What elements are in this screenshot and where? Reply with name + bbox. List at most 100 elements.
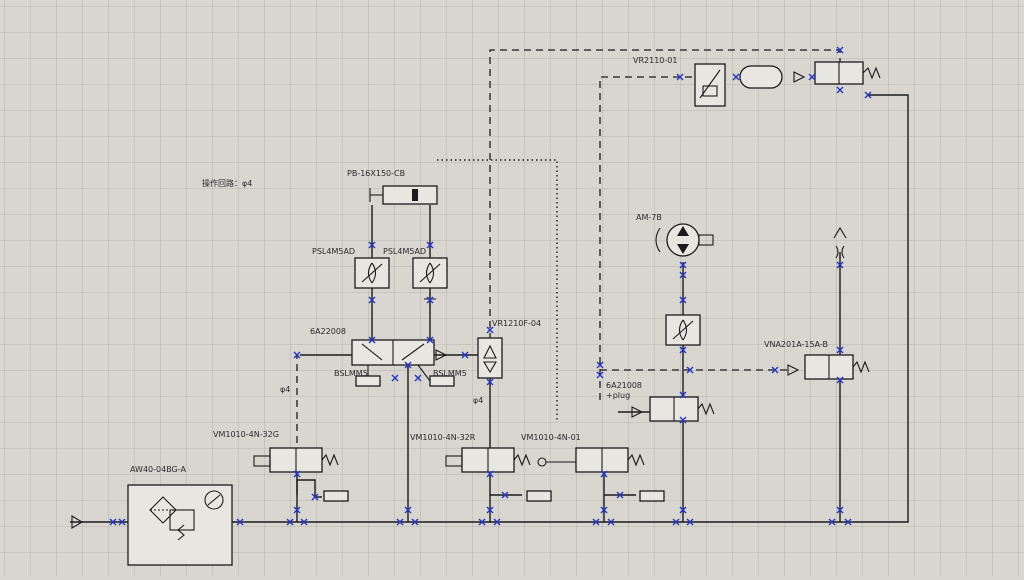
connection-mark — [426, 241, 434, 249]
connection-mark — [679, 296, 687, 304]
connection-mark — [368, 336, 376, 344]
connection-mark — [686, 366, 694, 374]
frl-unit[interactable] — [71, 484, 233, 566]
connection-mark — [486, 506, 494, 514]
label-timer-valve: VR2110-01 — [633, 56, 677, 65]
speed-controller-left[interactable] — [354, 257, 390, 289]
connection-mark — [478, 518, 486, 526]
connection-mark — [836, 506, 844, 514]
connection-mark — [600, 470, 608, 478]
connection-mark — [732, 73, 740, 81]
component-labels: 操作回路：φ4 PB-16X150-CB PSL4M5AD PSL4M5AD 6… — [130, 56, 828, 474]
connection-mark — [808, 73, 816, 81]
connection-mark — [676, 73, 684, 81]
air-operated-valve[interactable] — [787, 226, 870, 380]
mech-valve-1[interactable] — [253, 447, 349, 502]
pressure-regulator[interactable] — [477, 337, 503, 379]
label-tube-mid: φ4 — [473, 396, 483, 405]
label-silencer-right: BSLMM5 — [433, 369, 467, 378]
valve-right[interactable] — [631, 396, 715, 422]
connection-mark — [404, 506, 412, 514]
label-regulator: VR1210F-04 — [492, 319, 541, 328]
speed-controller-right[interactable] — [412, 257, 448, 306]
connection-mark — [486, 326, 494, 334]
connection-mark — [404, 361, 412, 369]
label-valve-right: 6A21008 — [606, 381, 642, 390]
cylinder[interactable] — [369, 185, 438, 205]
connection-mark — [679, 261, 687, 269]
connection-mark — [836, 46, 844, 54]
air-motor[interactable] — [655, 223, 714, 257]
connection-mark — [486, 378, 494, 386]
connection-mark — [836, 261, 844, 269]
label-mech-3: VM1010-4N-01 — [521, 433, 581, 442]
connection-mark — [109, 518, 117, 526]
connection-mark — [391, 374, 399, 382]
connection-mark — [293, 470, 301, 478]
connection-mark — [596, 361, 604, 369]
connection-mark — [836, 86, 844, 94]
label-main-valve: 6A22008 — [310, 327, 346, 336]
silencer-right — [417, 364, 455, 387]
main-valve[interactable] — [351, 339, 448, 366]
connection-mark — [864, 91, 872, 99]
connection-mark — [501, 491, 509, 499]
connection-mark — [672, 518, 680, 526]
connection-mark — [426, 336, 434, 344]
pilot-lines — [296, 49, 841, 455]
connection-mark — [679, 416, 687, 424]
label-speed-left: PSL4M5AD — [312, 247, 355, 256]
connection-points — [109, 46, 872, 526]
connection-mark — [493, 518, 501, 526]
connection-mark — [461, 351, 469, 359]
connection-mark — [679, 506, 687, 514]
connection-mark — [293, 351, 301, 359]
connection-mark — [311, 493, 319, 501]
timer-valve[interactable] — [694, 63, 806, 107]
label-cylinder: PB-16X150-CB — [347, 169, 405, 178]
connection-mark — [607, 518, 615, 526]
connection-mark — [686, 518, 694, 526]
label-silencer-left: BSLMM5 — [334, 369, 368, 378]
connection-mark — [771, 366, 779, 374]
connection-mark — [679, 391, 687, 399]
connection-mark — [486, 470, 494, 478]
label-mech-1: VM1010-4N-32G — [213, 430, 279, 439]
connection-mark — [596, 371, 604, 379]
connection-mark — [600, 506, 608, 514]
silencer-left — [355, 365, 381, 387]
connection-mark — [679, 346, 687, 354]
connection-mark — [368, 241, 376, 249]
label-tube-left: φ4 — [280, 385, 290, 394]
connection-mark — [426, 296, 434, 304]
connection-mark — [293, 506, 301, 514]
connection-mark — [300, 518, 308, 526]
label-speed-right: PSL4M5AD — [383, 247, 426, 256]
connection-mark — [679, 271, 687, 279]
pilot-valve-top[interactable] — [814, 61, 881, 85]
motor-speed-controller[interactable] — [665, 314, 701, 346]
label-air-valve: VNA201A-15A-B — [764, 340, 828, 349]
label-frl: AW40-04BG-A — [130, 465, 186, 474]
label-motor: AM-7B — [636, 213, 662, 222]
connection-mark — [414, 374, 422, 382]
connection-mark — [236, 518, 244, 526]
connection-mark — [844, 518, 852, 526]
supply-pipes — [70, 94, 909, 523]
label-mech-2: VM1010-4N-32R — [410, 433, 476, 442]
connection-mark — [286, 518, 294, 526]
connection-mark — [836, 346, 844, 354]
connection-mark — [592, 518, 600, 526]
connection-mark — [118, 518, 126, 526]
connection-mark — [368, 296, 376, 304]
connection-mark — [396, 518, 404, 526]
note-operation-circuit: 操作回路：φ4 — [202, 178, 252, 188]
label-valve-right-sub: +plug — [606, 391, 630, 400]
connection-mark — [836, 376, 844, 384]
connection-mark — [411, 518, 419, 526]
connection-mark — [616, 491, 624, 499]
connection-mark — [828, 518, 836, 526]
